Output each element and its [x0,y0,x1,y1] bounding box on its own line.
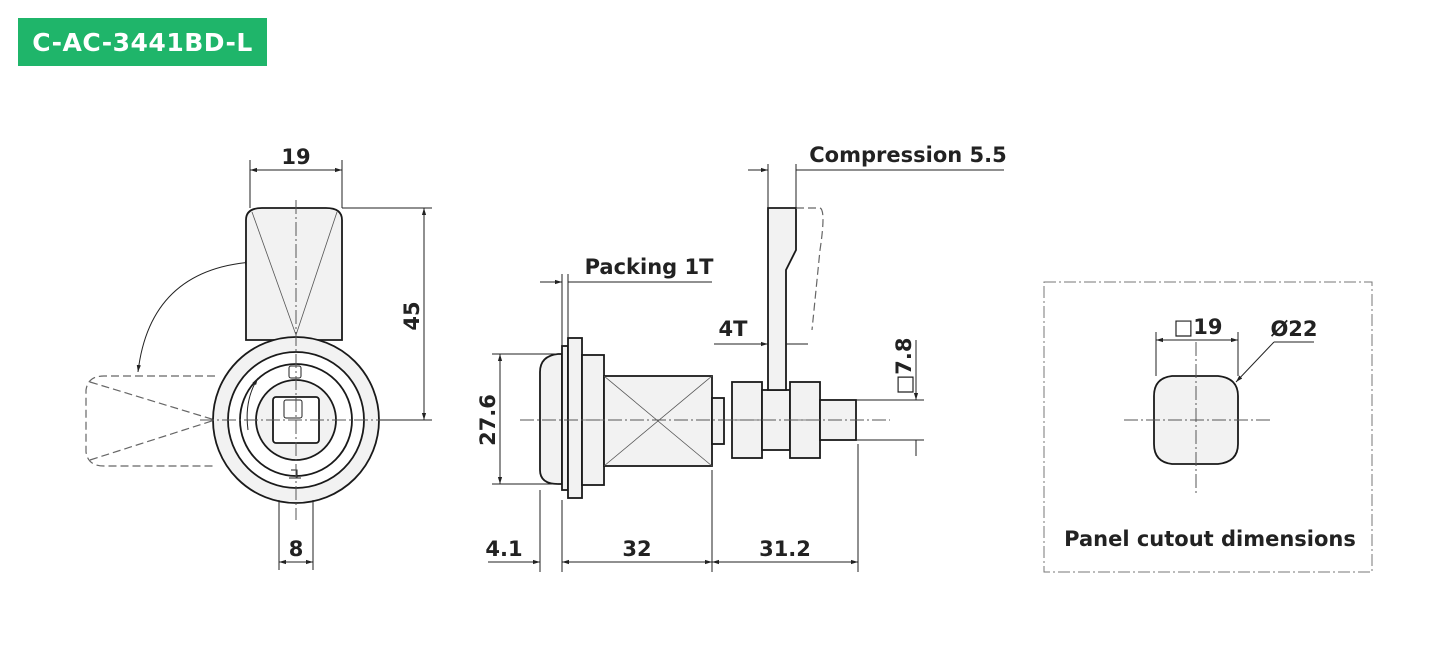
packing [561,345,569,491]
dim-compression: Compression 5.5 [809,143,1006,167]
cutout-diameter-22: Ø22 [1270,317,1317,341]
side-view [488,164,1004,572]
dim-width-19: 19 [281,145,310,169]
panel-box [1043,281,1373,573]
dim-square-7-8: □7.8 [892,337,916,394]
rotation-arc [136,260,253,373]
dim-len-32: 32 [622,537,651,561]
dim-bottom-8: 8 [289,537,304,561]
dim-thickness-4t: 4T [719,317,749,341]
dim-diameter-27-6: 27.6 [476,394,500,446]
cutout-caption: Panel cutout dimensions [1064,527,1356,551]
panel-cutout-view [1043,281,1373,573]
side-bezel [539,353,563,485]
dim-len-31-2: 31.2 [759,537,811,561]
cutout-square-19: □19 [1173,315,1222,339]
dim-len-4-1: 4.1 [485,537,522,561]
model-badge: C-AC-3441BD-L [18,18,267,66]
dim-packing: Packing 1T [585,255,715,279]
locked-icon [288,365,302,379]
unlocked-icon [289,469,301,479]
front-view [85,160,432,570]
handle-body [245,207,343,341]
panel-plate [567,337,583,499]
cam-arm [767,207,797,391]
dim-height-45: 45 [400,301,424,330]
handle-rotated-ghost [85,375,215,467]
